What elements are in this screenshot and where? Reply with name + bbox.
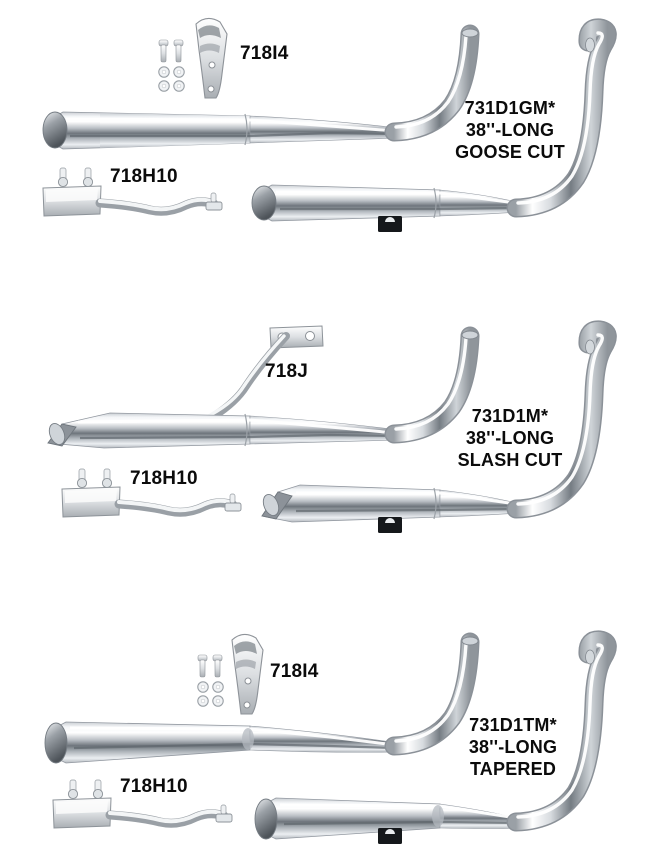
- part-label-731d1gm: 731D1GM* 38''-LONG GOOSE CUT: [440, 98, 580, 164]
- part-label-718h10: 718H10: [120, 776, 188, 797]
- exhaust-assembly-tapered: [44, 630, 617, 844]
- bolt-icon: [173, 39, 184, 63]
- exhaust-assembly-slash-cut: [47, 320, 617, 533]
- bolt-icon: [158, 39, 169, 63]
- part-label-718h10: 718H10: [110, 166, 178, 187]
- part-label-718i4: 718I4: [270, 661, 319, 682]
- header-pipe-upper: [384, 24, 480, 142]
- bracket-718h10: [42, 167, 223, 217]
- part-label-718i4: 718I4: [240, 43, 289, 64]
- bolt-icon: [82, 167, 94, 188]
- bracket-plate-icon: [195, 17, 228, 99]
- bracket-718i4-parts: [197, 633, 264, 715]
- muffler-lower-slash-cut: [261, 484, 521, 533]
- bracket-718i4-parts: [158, 17, 228, 99]
- mount-tab-icon: [378, 828, 402, 844]
- header-pipe-upper: [384, 632, 480, 756]
- bolt-icon: [57, 167, 69, 188]
- washer-icon: [212, 681, 224, 693]
- bolt-icon: [101, 468, 113, 489]
- bolt-icon: [212, 654, 223, 678]
- bolt-icon: [224, 493, 242, 512]
- washer-icon: [197, 681, 209, 693]
- mount-tab-icon: [378, 517, 402, 533]
- bracket-718h10: [61, 468, 242, 518]
- bolt-icon: [215, 804, 233, 823]
- washer-icon: [158, 66, 170, 78]
- part-label-718j: 718J: [265, 361, 309, 382]
- bolt-icon: [197, 654, 208, 678]
- header-pipe-lower: [506, 630, 617, 832]
- part-label-731d1m: 731D1M* 38''-LONG SLASH CUT: [440, 406, 580, 472]
- washer-icon: [197, 695, 209, 707]
- muffler-lower-tapered: [254, 797, 521, 844]
- header-pipe-lower: [506, 18, 617, 218]
- header-pipe-upper: [384, 326, 480, 444]
- muffler-upper-tapered: [44, 721, 399, 764]
- part-label-line-3: TAPERED: [469, 758, 557, 779]
- washer-icon: [173, 66, 185, 78]
- bolt-icon: [67, 779, 79, 800]
- bolt-icon: [92, 779, 104, 800]
- bracket-718h10: [52, 779, 233, 829]
- part-label-line-3: GOOSE CUT: [455, 141, 565, 162]
- part-label-line-3: SLASH CUT: [457, 449, 563, 470]
- muffler-upper-goose-cut: [42, 111, 399, 150]
- part-label-731d1tm: 731D1TM* 38''-LONG TAPERED: [443, 715, 583, 781]
- mount-tab-icon: [378, 216, 402, 232]
- part-label-718h10: 718H10: [130, 468, 198, 489]
- part-label-line-2: 38''-LONG: [465, 427, 555, 448]
- washer-icon: [158, 80, 170, 92]
- bolt-icon: [205, 192, 223, 211]
- section-tapered: 718I4 718H10 731D1TM* 38''-LONG TAPERED: [0, 600, 648, 852]
- section-slash-cut: 718J 718H10 731D1M* 38''-LONG SLASH CUT: [0, 300, 648, 590]
- muffler-upper-slash-cut: [47, 412, 399, 449]
- muffler-lower-goose-cut: [251, 184, 521, 232]
- header-pipe-lower: [506, 320, 617, 519]
- part-label-line-1: 731D1M*: [471, 406, 549, 426]
- washer-icon: [212, 695, 224, 707]
- bracket-plate-icon: [231, 633, 264, 715]
- section-goose-cut: 718I4 718H10 731D1GM* 38''-LONG GOOSE CU…: [0, 0, 648, 290]
- exhaust-assembly-goose-cut: [42, 17, 617, 232]
- bolt-icon: [76, 468, 88, 489]
- part-label-line-1: 731D1GM*: [464, 98, 556, 118]
- part-label-line-1: 731D1TM*: [469, 715, 557, 735]
- part-label-line-2: 38''-LONG: [468, 736, 558, 757]
- part-label-line-2: 38''-LONG: [465, 119, 555, 140]
- washer-icon: [173, 80, 185, 92]
